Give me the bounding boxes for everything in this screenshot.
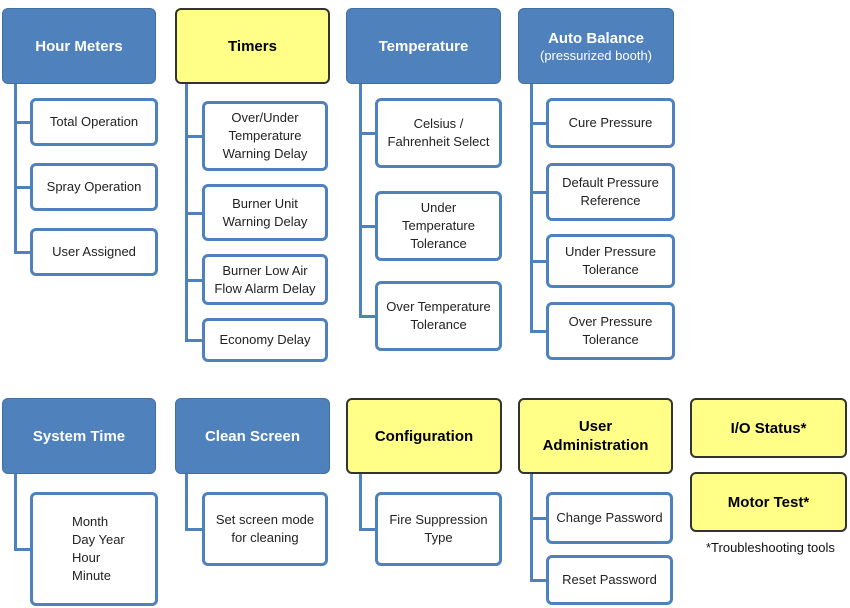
clean-screen-title: Clean Screen xyxy=(204,427,301,445)
clean-screen-connector-spine xyxy=(185,474,188,529)
timers-item-label: Burner Low Air Flow Alarm Delay xyxy=(214,262,316,296)
hour-meters-connector-branch xyxy=(14,251,30,254)
auto-balance-item-label: Under Pressure Tolerance xyxy=(564,244,657,277)
temperature-connector-spine xyxy=(359,84,362,316)
auto-balance-title: Auto Balance xyxy=(548,29,644,47)
timers-item-label: Burner Unit Warning Delay xyxy=(222,195,308,229)
temperature-item-label: Under Temperature Tolerance xyxy=(402,200,475,251)
system-time-item[interactable]: Month Day Year Hour Minute xyxy=(30,492,158,606)
auto-balance-header[interactable]: Auto Balance(pressurized booth) xyxy=(518,8,674,84)
timers-header[interactable]: Timers xyxy=(175,8,330,84)
system-time-title: System Time xyxy=(32,427,126,445)
temperature-connector-branch xyxy=(359,225,375,228)
user-administration-item-label: Change Password xyxy=(556,510,663,525)
timers-connector-branch xyxy=(185,212,202,215)
user-administration-connector-branch xyxy=(530,517,546,520)
configuration-item-label: Fire Suppression Type xyxy=(389,512,488,545)
hour-meters-connector-branch xyxy=(14,186,30,189)
io-status-header[interactable]: I/O Status* xyxy=(690,398,847,458)
clean-screen-item[interactable]: Set screen mode for cleaning xyxy=(202,492,328,566)
temperature-connector-branch xyxy=(359,132,375,135)
system-time-item-label: Month Day Year Hour Minute xyxy=(72,514,125,583)
timers-item[interactable]: Economy Delay xyxy=(202,318,328,362)
user-administration-item[interactable]: Change Password xyxy=(546,492,673,544)
hour-meters-item[interactable]: Spray Operation xyxy=(30,163,158,211)
timers-item-label: Over/Under Temperature Warning Delay xyxy=(222,110,308,161)
timers-connector-branch xyxy=(185,339,202,342)
auto-balance-subtitle: (pressurized booth) xyxy=(540,47,652,63)
temperature-header[interactable]: Temperature xyxy=(346,8,501,84)
configuration-title: Configuration xyxy=(374,427,474,445)
auto-balance-connector-branch xyxy=(530,191,546,194)
timers-item[interactable]: Burner Low Air Flow Alarm Delay xyxy=(202,254,328,305)
auto-balance-item-label: Default Pressure Reference xyxy=(562,175,659,208)
timers-item-label: Economy Delay xyxy=(219,332,311,347)
hour-meters-item[interactable]: User Assigned xyxy=(30,228,158,276)
hour-meters-item-label: User Assigned xyxy=(52,244,136,259)
user-administration-connector-branch xyxy=(530,579,546,582)
clean-screen-connector-branch xyxy=(185,528,202,531)
auto-balance-item[interactable]: Cure Pressure xyxy=(546,98,675,148)
user-administration-title: User Administration xyxy=(542,418,649,454)
system-time-connector-spine xyxy=(14,474,17,549)
temperature-item-label: Celsius / Fahrenheit Select xyxy=(387,116,490,149)
hour-meters-item-label: Total Operation xyxy=(49,114,139,129)
temperature-title: Temperature xyxy=(378,37,469,55)
clean-screen-header[interactable]: Clean Screen xyxy=(175,398,330,474)
hour-meters-connector-spine xyxy=(14,84,17,252)
user-administration-item[interactable]: Reset Password xyxy=(546,555,673,605)
motor-test-title: Motor Test* xyxy=(727,493,810,511)
timers-item[interactable]: Over/Under Temperature Warning Delay xyxy=(202,101,328,171)
system-time-header[interactable]: System Time xyxy=(2,398,156,474)
auto-balance-item-label: Cure Pressure xyxy=(568,115,653,130)
clean-screen-item-label: Set screen mode for cleaning xyxy=(215,512,315,545)
timers-item[interactable]: Burner Unit Warning Delay xyxy=(202,184,328,241)
temperature-item-label: Over Temperature Tolerance xyxy=(386,299,491,332)
temperature-item[interactable]: Celsius / Fahrenheit Select xyxy=(375,98,502,168)
auto-balance-connector-spine xyxy=(530,84,533,331)
io-status-title: I/O Status* xyxy=(730,419,807,437)
auto-balance-item[interactable]: Default Pressure Reference xyxy=(546,163,675,221)
user-administration-header[interactable]: User Administration xyxy=(518,398,673,474)
configuration-header[interactable]: Configuration xyxy=(346,398,502,474)
timers-title: Timers xyxy=(228,37,277,55)
hour-meters-connector-branch xyxy=(14,121,30,124)
configuration-connector-branch xyxy=(359,528,375,531)
auto-balance-item[interactable]: Under Pressure Tolerance xyxy=(546,234,675,288)
timers-connector-branch xyxy=(185,135,202,138)
configuration-item[interactable]: Fire Suppression Type xyxy=(375,492,502,566)
hour-meters-title: Hour Meters xyxy=(35,37,123,55)
hour-meters-item-label: Spray Operation xyxy=(46,179,142,194)
auto-balance-item[interactable]: Over Pressure Tolerance xyxy=(546,302,675,360)
user-administration-connector-spine xyxy=(530,474,533,580)
temperature-item[interactable]: Under Temperature Tolerance xyxy=(375,191,502,261)
system-time-connector-branch xyxy=(14,548,30,551)
motor-test-header[interactable]: Motor Test* xyxy=(690,472,847,532)
auto-balance-connector-branch xyxy=(530,122,546,125)
auto-balance-connector-branch xyxy=(530,330,546,333)
temperature-item[interactable]: Over Temperature Tolerance xyxy=(375,281,502,351)
auto-balance-item-label: Over Pressure Tolerance xyxy=(568,314,653,347)
configuration-connector-spine xyxy=(359,474,362,529)
temperature-connector-branch xyxy=(359,315,375,318)
troubleshooting-footnote: *Troubleshooting tools xyxy=(706,540,835,555)
auto-balance-connector-branch xyxy=(530,260,546,263)
hour-meters-item[interactable]: Total Operation xyxy=(30,98,158,146)
timers-connector-branch xyxy=(185,279,202,282)
hour-meters-header[interactable]: Hour Meters xyxy=(2,8,156,84)
user-administration-item-label: Reset Password xyxy=(562,572,657,587)
